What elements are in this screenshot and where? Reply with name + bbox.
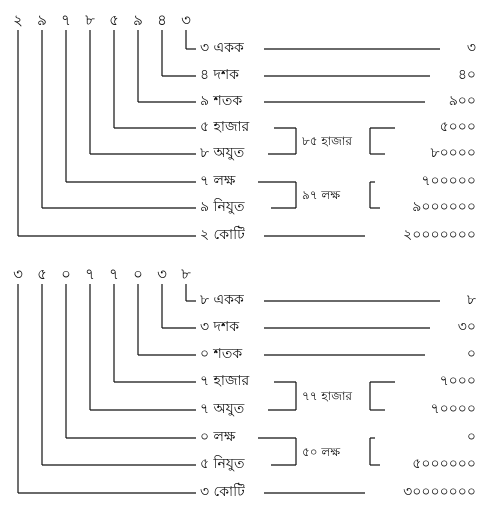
group-label: ৯৭ লক্ষ — [302, 188, 341, 202]
place-value: ৩০০০০০০০ — [403, 484, 476, 500]
place-label: ০ লক্ষ — [200, 429, 236, 445]
place-value: ৪০ — [457, 67, 476, 83]
digit: ৫ — [37, 265, 47, 283]
digit: ৩ — [157, 265, 167, 283]
place-value: ৭০০০ — [439, 373, 476, 389]
place-value: ৩০ — [457, 319, 476, 335]
digit: ৭ — [61, 11, 71, 29]
digit: ২ — [13, 11, 23, 29]
digit: ৪ — [157, 11, 167, 29]
place-value: ৩ — [466, 40, 476, 56]
place-label: ৮ অযুত — [200, 145, 245, 161]
place-value: ৫০০০০০০ — [412, 456, 476, 472]
place-value: ৯০০ — [448, 93, 476, 109]
place-label: ৯ নিযুত — [200, 199, 245, 215]
place-label: ৩ দশক — [200, 319, 239, 335]
place-label: ৩ একক — [200, 40, 244, 56]
place-label: ৭ হাজার — [200, 373, 250, 389]
place-value: ৭০০০০০ — [421, 173, 476, 189]
group-label: ৫০ লক্ষ — [302, 444, 341, 459]
place-value: ০ — [466, 429, 476, 445]
place-label: ৭ লক্ষ — [200, 173, 236, 189]
group-label: ৭৭ হাজার — [302, 389, 353, 403]
place-label: ৮ একক — [200, 292, 244, 308]
place-label: ৫ নিযুত — [200, 456, 245, 472]
digit: ৭ — [109, 265, 119, 283]
digit: ০ — [61, 265, 71, 283]
place-label: ২ কোটি — [200, 227, 245, 243]
digit: ৩ — [13, 265, 23, 283]
group-label: ৮৫ হাজার — [302, 134, 352, 148]
place-label: ৪ দশক — [200, 67, 239, 83]
digit: ৮ — [181, 265, 191, 283]
digit: ৯ — [37, 11, 47, 29]
place-value: ৯০০০০০০ — [412, 199, 476, 215]
digit: ৯ — [133, 11, 143, 29]
place-value: ৮ — [466, 292, 476, 308]
place-value: ২০০০০০০০ — [403, 227, 476, 243]
place-label: ০ শতক — [200, 346, 243, 362]
place-label: ৫ হাজার — [200, 119, 250, 135]
place-value: ৭০০০০ — [430, 401, 476, 417]
digit: ০ — [133, 265, 143, 283]
place-value: ৫০০০ — [439, 119, 476, 135]
digit: ৫ — [109, 11, 119, 29]
digit: ৭ — [85, 265, 95, 283]
place-value: ০ — [466, 346, 476, 362]
place-label: ৯ শতক — [200, 93, 243, 109]
digit: ৮ — [85, 11, 95, 29]
place-label: ৭ অযুত — [200, 401, 245, 417]
place-value: ৮০০০০ — [430, 145, 477, 161]
digit: ৩ — [181, 11, 191, 29]
place-label: ৩ কোটি — [200, 484, 245, 500]
